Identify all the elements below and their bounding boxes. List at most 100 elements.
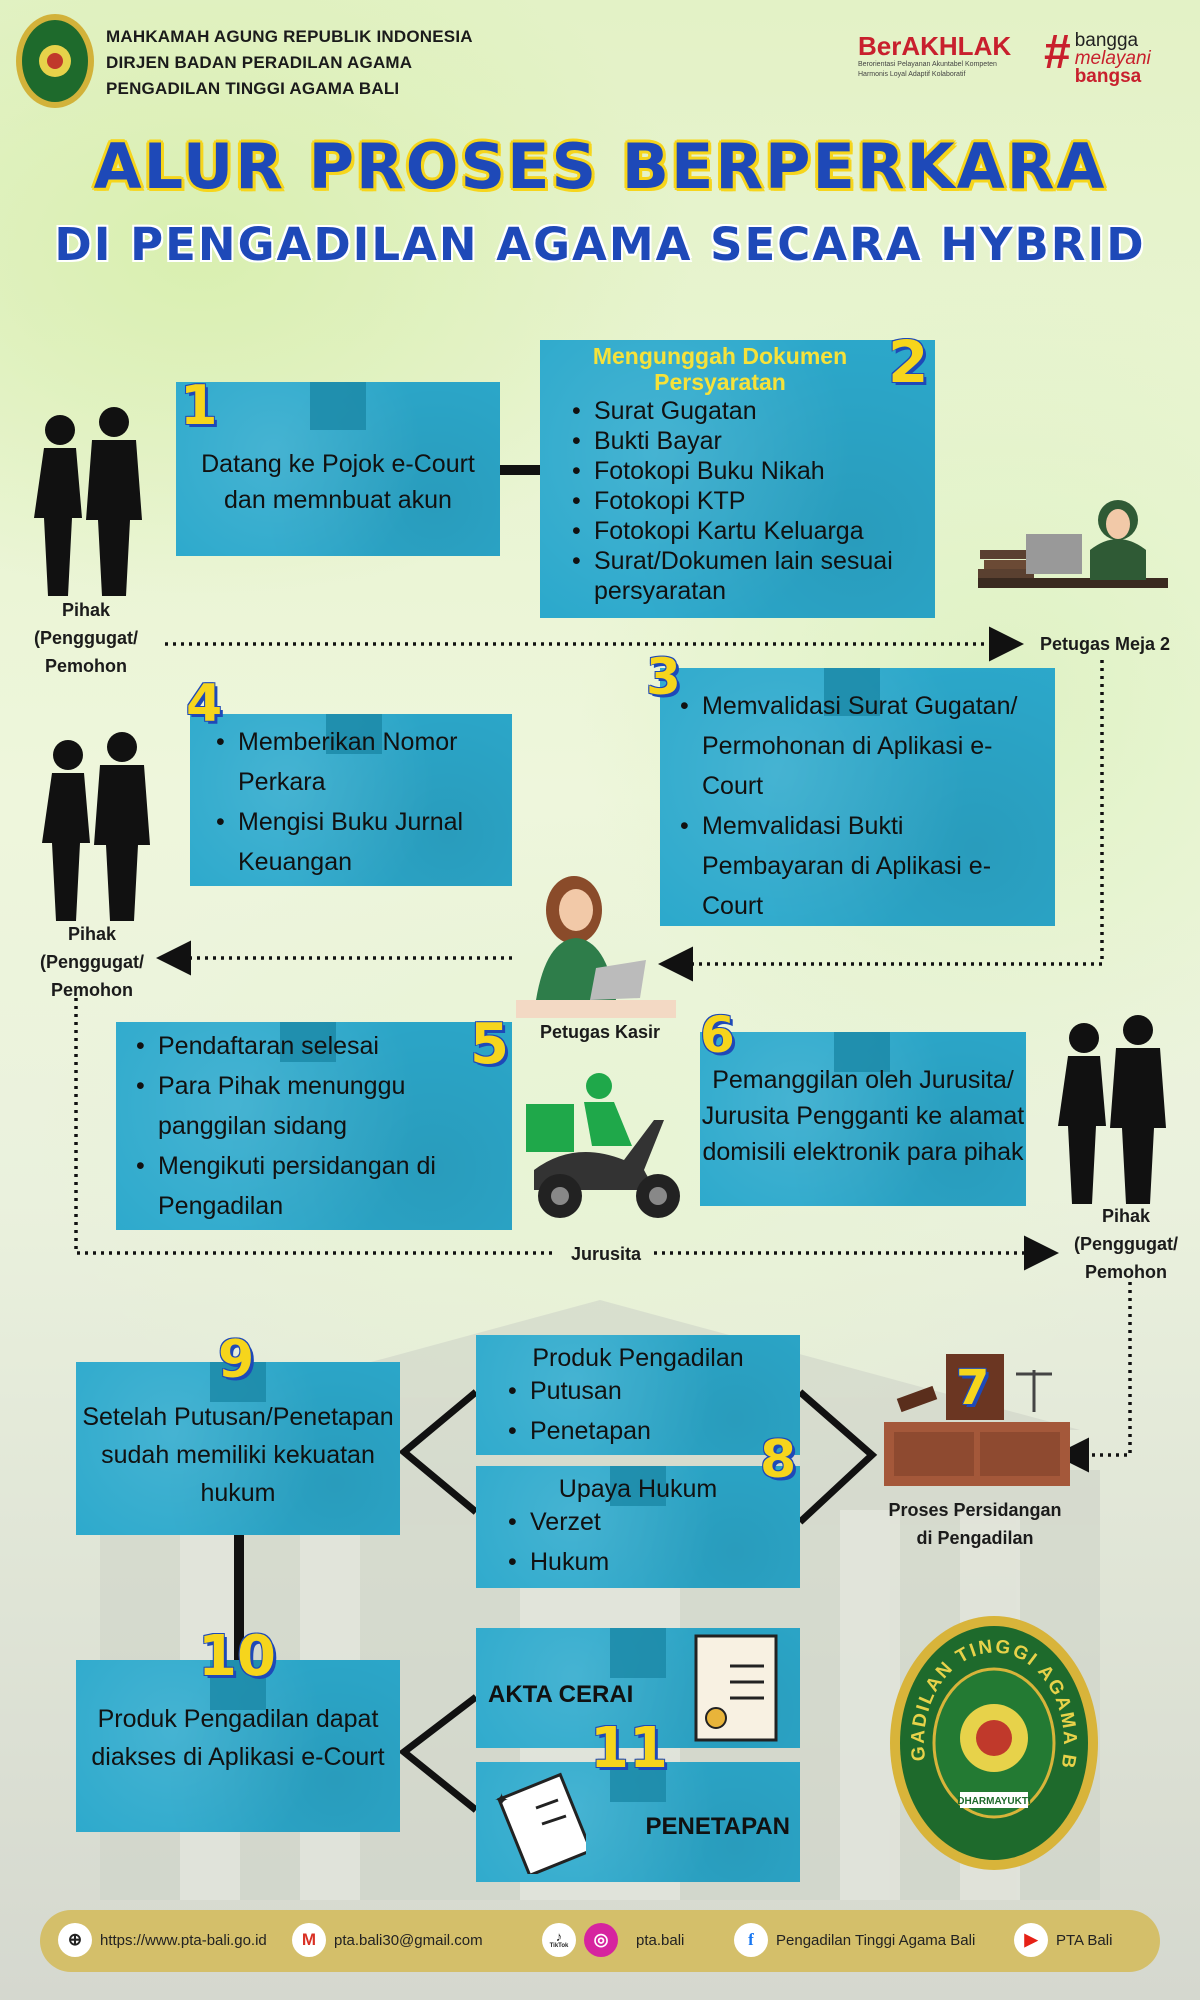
pta-bali-seal: PENGADILAN TINGGI AGAMA BALI DHARMAYUKTI bbox=[880, 1598, 1100, 1872]
step-5-box: Pendaftaran selesai Para Pihak menunggu … bbox=[116, 1022, 512, 1230]
pihak-silhouette-icon-1 bbox=[34, 407, 142, 596]
step-2-list: Surat Gugatan Bukti Bayar Fotokopi Buku … bbox=[568, 396, 925, 606]
svg-text:✦: ✦ bbox=[494, 1790, 509, 1811]
label-petugas-kasir: Petugas Kasir bbox=[539, 1022, 661, 1042]
step-8-upaya-title: Upaya Hukum bbox=[558, 1475, 718, 1503]
youtube-icon: ▶ bbox=[1014, 1923, 1048, 1957]
step-8-number: 8 bbox=[760, 1430, 797, 1490]
sub-title: DI PENGADILAN AGAMA SECARA HYBRID bbox=[54, 218, 1146, 271]
tape-decor bbox=[610, 1628, 666, 1678]
main-title: ALUR PROSES BERPERKARA bbox=[93, 130, 1107, 203]
step-8-produk-item: Putusan bbox=[504, 1371, 790, 1411]
tape-decor bbox=[310, 382, 366, 430]
step-8-box-upaya: Upaya Hukum Verzet Hukum bbox=[476, 1466, 800, 1588]
step-8-produk-title: Produk Pengadilan bbox=[532, 1344, 744, 1372]
step-8-box-produk: Produk Pengadilan Putusan Penetapan bbox=[476, 1335, 800, 1455]
step-11-number: 11 bbox=[590, 1716, 668, 1781]
step-3-box: Memvalidasi Surat Gugatan/ Permohonan di… bbox=[660, 668, 1055, 926]
step-5-item: Pendaftaran selesai bbox=[132, 1026, 472, 1066]
bangga-text: bangga bbox=[1074, 30, 1139, 51]
step-5-item: Mengikuti persidangan di Pengadilan bbox=[132, 1146, 472, 1226]
step-3-item: Memvalidasi Bukti Pembayaran di Aplikasi… bbox=[676, 806, 1041, 926]
step-7-number: 7 bbox=[956, 1360, 990, 1416]
step-5-item: Para Pihak menunggu panggilan sidang bbox=[132, 1066, 472, 1146]
petugas-kasir-icon bbox=[516, 876, 676, 1018]
step-10-number: 10 bbox=[198, 1624, 276, 1689]
footer-social[interactable]: ♪TikTok ◎ pta.bali bbox=[542, 1923, 684, 1957]
seal-banner-text: DHARMAYUKTI bbox=[957, 1796, 1031, 1807]
step-5-list: Pendaftaran selesai Para Pihak menunggu … bbox=[132, 1026, 472, 1226]
jurusita-scooter-icon bbox=[526, 1073, 680, 1218]
tiktok-label: TikTok bbox=[549, 1943, 569, 1949]
melayani-text: melayani bbox=[1074, 48, 1151, 69]
pihak-silhouette-icon-2 bbox=[42, 732, 150, 921]
berakhlak-sub-1: Berorientasi Pelayanan Akuntabel Kompete… bbox=[858, 61, 997, 68]
tape-decor bbox=[210, 1660, 266, 1710]
org-line-1: MAHKAMAH AGUNG REPUBLIK INDONESIA bbox=[106, 27, 473, 46]
step-2-item: Fotokopi KTP bbox=[568, 486, 925, 516]
footer-website[interactable]: ⊕ https://www.pta-bali.go.id bbox=[58, 1923, 267, 1957]
step-3-item: Memvalidasi Surat Gugatan/ Permohonan di… bbox=[676, 686, 1041, 806]
step-6-number: 6 bbox=[700, 1006, 735, 1064]
step-4-list: Memberikan Nomor Perkara Mengisi Buku Ju… bbox=[212, 722, 502, 882]
step-4-box: Memberikan Nomor Perkara Mengisi Buku Ju… bbox=[190, 714, 512, 886]
step-8-produk-item: Penetapan bbox=[504, 1411, 790, 1451]
step-2-item: Surat/Dokumen lain sesuai persyaratan bbox=[568, 546, 925, 606]
instagram-icon: ◎ bbox=[584, 1923, 618, 1957]
footer-facebook[interactable]: f Pengadilan Tinggi Agama Bali bbox=[734, 1923, 975, 1957]
step-11-akta-text: AKTA CERAI bbox=[488, 1681, 634, 1708]
step-2-item: Fotokopi Buku Nikah bbox=[568, 456, 925, 486]
tape-decor bbox=[834, 1032, 890, 1072]
step-6-box: Pemanggilan oleh Jurusita/ Jurusita Peng… bbox=[700, 1032, 1026, 1206]
label-proses-persidangan: Proses Persidangan di Pengadilan bbox=[888, 1500, 1062, 1548]
bangsa-text: bangsa bbox=[1074, 66, 1142, 87]
step-8-produk-list: Putusan Penetapan bbox=[504, 1371, 790, 1451]
step-11-penetapan-text: PENETAPAN bbox=[645, 1813, 790, 1840]
org-line-3: PENGADILAN TINGGI AGAMA BALI bbox=[106, 79, 400, 98]
tape-decor bbox=[210, 1362, 266, 1402]
flow-connectors bbox=[74, 465, 1132, 1813]
seal-icon: PENGADILAN TINGGI AGAMA BALI DHARMAYUKTI bbox=[880, 1598, 1098, 1870]
step-8-upaya-item: Verzet bbox=[504, 1502, 790, 1542]
step-2-item: Bukti Bayar bbox=[568, 426, 925, 456]
step-8-upaya-list: Verzet Hukum bbox=[504, 1502, 790, 1582]
step-9-box: Setelah Putusan/Penetapan sudah memiliki… bbox=[76, 1362, 400, 1535]
label-pihak-2: Pihak (Penggugat/ Pemohon bbox=[40, 924, 144, 1000]
gmail-icon: M bbox=[292, 1923, 326, 1957]
step-9-number: 9 bbox=[218, 1330, 255, 1390]
step-11-box-akta: AKTA CERAI bbox=[476, 1628, 800, 1748]
footer-youtube-text: PTA Bali bbox=[1056, 1931, 1113, 1949]
header-organization: MAHKAMAH AGUNG REPUBLIK INDONESIA DIRJEN… bbox=[106, 24, 473, 102]
court-desk-gavel-icon bbox=[884, 1354, 1070, 1486]
label-pihak-3: Pihak (Penggugat/ Pemohon bbox=[1074, 1206, 1178, 1282]
footer-website-text: https://www.pta-bali.go.id bbox=[100, 1931, 267, 1949]
hashtag-icon: # bbox=[1044, 26, 1071, 79]
footer-facebook-text: Pengadilan Tinggi Agama Bali bbox=[776, 1931, 976, 1949]
globe-icon: ⊕ bbox=[58, 1923, 92, 1957]
label-jurusita: Jurusita bbox=[570, 1244, 642, 1264]
step-5-number: 5 bbox=[470, 1012, 509, 1077]
step-11-box-penetapan: ✦ PENETAPAN bbox=[476, 1762, 800, 1882]
document-scale-icon: ✦ bbox=[494, 1772, 586, 1874]
step-3-number: 3 bbox=[646, 648, 681, 706]
step-4-item: Memberikan Nomor Perkara bbox=[212, 722, 502, 802]
berakhlak-sub-2: Harmonis Loyal Adaptif Kolaboratif bbox=[858, 71, 966, 78]
pta-logo-icon bbox=[16, 14, 94, 108]
footer-email-text: pta.bali30@gmail.com bbox=[334, 1931, 483, 1949]
label-pihak-1: Pihak (Penggugat/ Pemohon bbox=[34, 600, 138, 676]
footer-email[interactable]: M pta.bali30@gmail.com bbox=[292, 1923, 483, 1957]
berakhlak-text: BerAKHLAK bbox=[858, 31, 1012, 61]
pihak-silhouette-icon-3 bbox=[1058, 1015, 1166, 1204]
step-10-box: Produk Pengadilan dapat diakses di Aplik… bbox=[76, 1660, 400, 1832]
tape-decor bbox=[610, 1762, 666, 1802]
footer-youtube[interactable]: ▶ PTA Bali bbox=[1014, 1923, 1112, 1957]
step-10-text: Produk Pengadilan dapat diakses di Aplik… bbox=[91, 1705, 385, 1771]
footer-social-text: pta.bali bbox=[636, 1931, 685, 1949]
step-4-number: 4 bbox=[186, 674, 223, 734]
label-petugas-meja-2: Petugas Meja 2 bbox=[1039, 634, 1171, 654]
org-line-2: DIRJEN BADAN PERADILAN AGAMA bbox=[106, 53, 413, 72]
step-9-text: Setelah Putusan/Penetapan sudah memiliki… bbox=[82, 1403, 394, 1507]
step-4-item: Mengisi Buku Jurnal Keuangan bbox=[212, 802, 502, 882]
step-2-box: Mengunggah Dokumen Persyaratan Surat Gug… bbox=[540, 340, 935, 618]
facebook-icon: f bbox=[734, 1923, 768, 1957]
